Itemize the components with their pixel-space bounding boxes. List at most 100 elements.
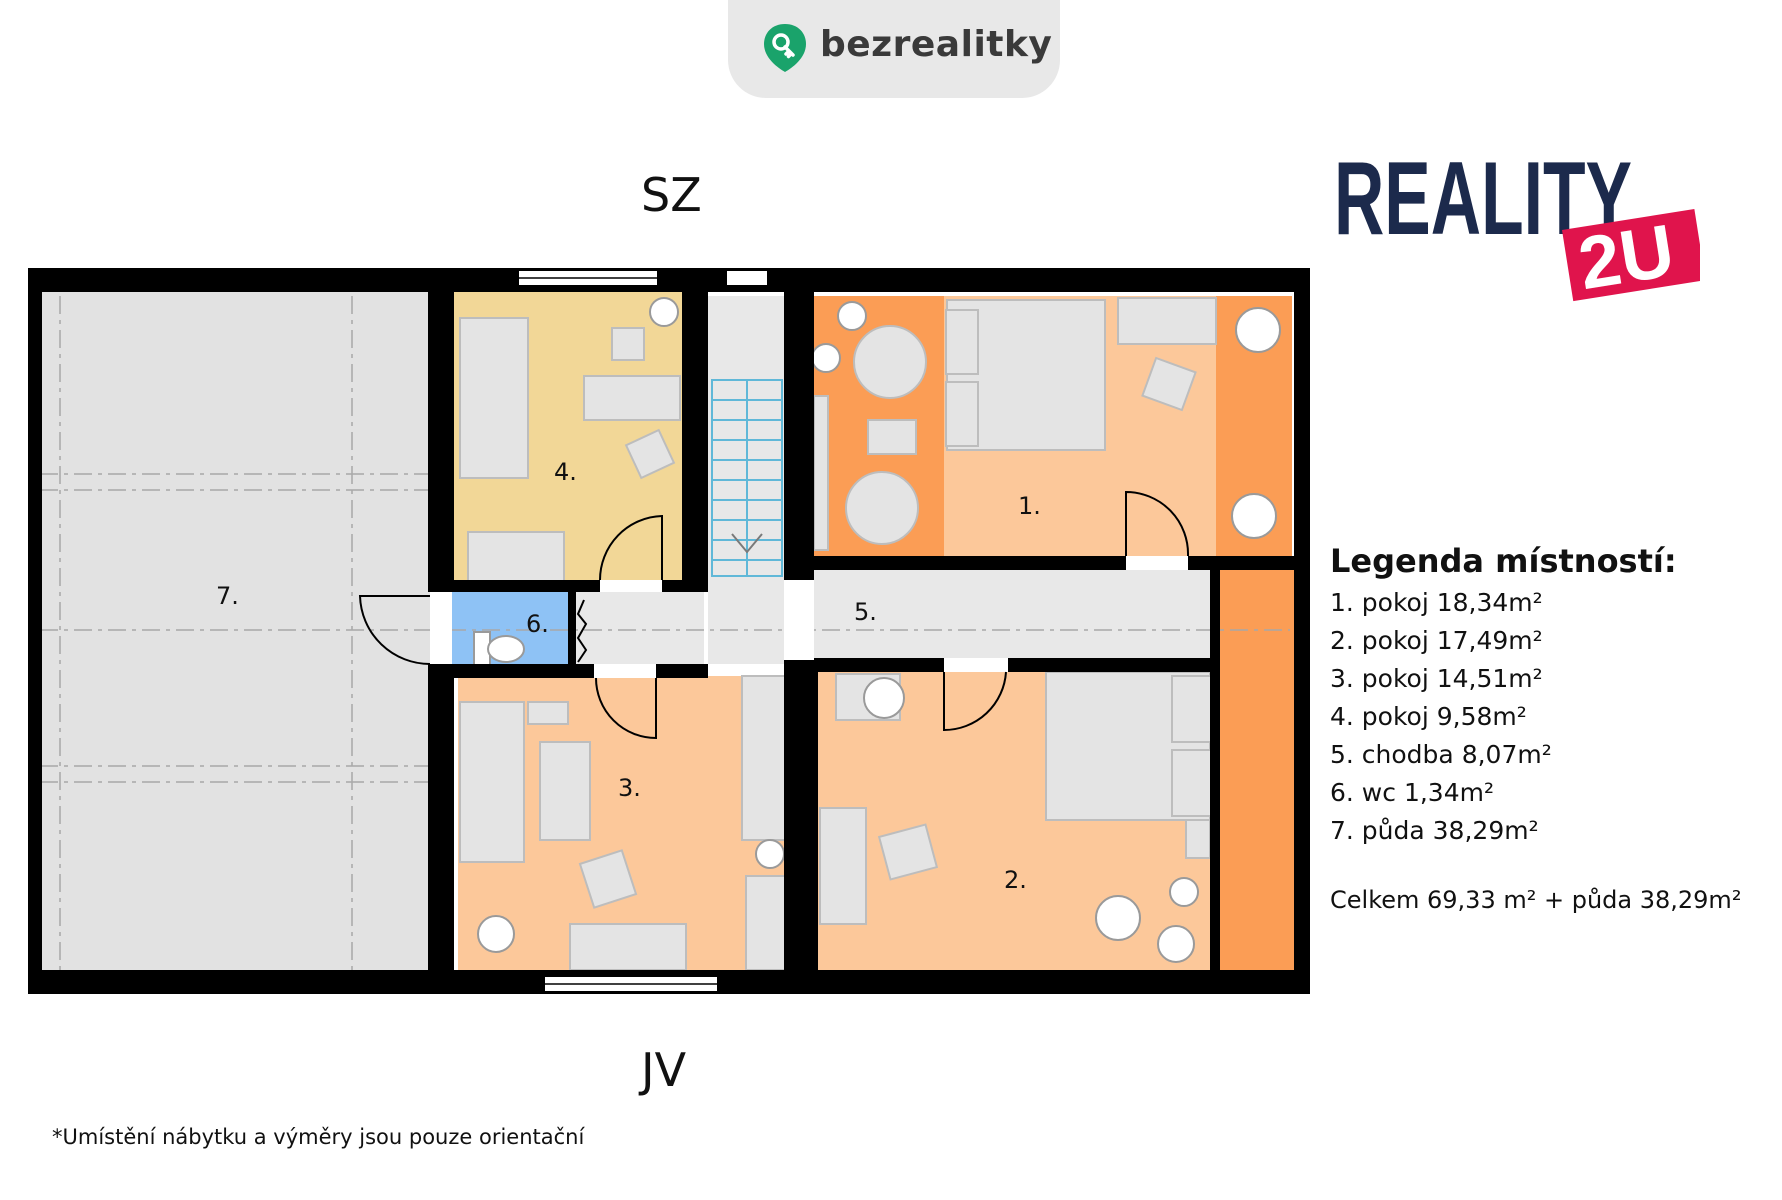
door-opening-room-1 xyxy=(1126,556,1188,570)
table-room-1 xyxy=(867,419,917,455)
wall-north xyxy=(28,268,1310,292)
room-5-corridor xyxy=(814,568,1214,660)
wall-attic-south xyxy=(428,664,454,994)
legend-item: 6. wc 1,34m² xyxy=(1330,778,1494,807)
pillow-shelf-room-3 xyxy=(527,701,569,725)
room-legend: Legenda místností: 1. pokoj 18,34m² 2. p… xyxy=(1330,542,1770,914)
side-table-room-2 xyxy=(1185,819,1211,859)
window-stair xyxy=(725,269,769,287)
door-swings xyxy=(358,490,1190,740)
dresser-room-1 xyxy=(1117,297,1217,345)
nightstand-room-1b xyxy=(945,381,979,447)
round-table-room-1b xyxy=(845,471,919,545)
room-label-2: 2. xyxy=(1004,866,1027,894)
bed-room-3 xyxy=(459,701,525,863)
legend-item: 3. pokoj 14,51m² xyxy=(1330,664,1543,693)
cabinet-room-3 xyxy=(569,923,687,971)
wall-wc-east xyxy=(568,592,576,664)
plant-icon xyxy=(837,301,867,331)
wall-room1-south xyxy=(814,556,1294,570)
compass-south-label: JV xyxy=(641,1043,687,1097)
door-opening-room-4 xyxy=(600,580,662,592)
wall-west xyxy=(28,268,42,994)
room-label-6: 6. xyxy=(526,610,549,638)
room-7-attic xyxy=(40,292,430,978)
room-label-1: 1. xyxy=(1018,492,1041,520)
door-opening-room-2 xyxy=(944,658,1008,672)
wall-room3-east xyxy=(788,664,818,974)
nightstand-room-1a xyxy=(945,309,979,375)
door-swing-room-4 xyxy=(599,514,663,581)
plants xyxy=(477,297,1281,963)
chair-room-2 xyxy=(877,823,939,881)
plant-icon xyxy=(477,915,515,953)
room-label-7: 7. xyxy=(216,582,239,610)
plant-icon xyxy=(811,343,841,373)
shelf-room-3 xyxy=(745,875,789,971)
wall-attic-north xyxy=(428,268,454,592)
door-swing-room-3 xyxy=(595,677,657,740)
wall-room3-north xyxy=(452,664,708,678)
brand-name: bezrealitky xyxy=(820,24,1053,65)
room-label-5: 5. xyxy=(854,598,877,626)
nightstand-room-2b xyxy=(1171,749,1213,817)
plant-icon xyxy=(1157,925,1195,963)
window-lines xyxy=(518,277,718,985)
desk-room-2 xyxy=(819,807,867,925)
plant-icon xyxy=(1231,493,1277,539)
compass-north-label: SZ xyxy=(641,168,702,222)
corridor-small xyxy=(576,592,704,664)
legend-total: Celkem 69,33 m² + půda 38,29m² xyxy=(1330,886,1742,914)
wall-room4-south xyxy=(452,580,708,592)
legend-item: 1. pokoj 18,34m² xyxy=(1330,588,1543,617)
door-opening-corridor xyxy=(788,580,814,642)
door-folding-wc xyxy=(576,599,588,663)
footnote: *Umístění nábytku a výměry jsou pouze or… xyxy=(52,1125,585,1149)
bed-room-4 xyxy=(459,317,529,479)
wardrobe-room-3 xyxy=(741,675,789,841)
legend-title: Legenda místností: xyxy=(1330,542,1677,580)
staircase xyxy=(711,379,783,577)
plant-icon xyxy=(1235,307,1281,353)
cabinet-room-4 xyxy=(467,531,565,585)
wall-dormer-2 xyxy=(1210,560,1220,972)
legend-item: 2. pokoj 17,49m² xyxy=(1330,626,1543,655)
reality-2u-logo: REALITY 2U xyxy=(1334,142,1700,305)
wall-room2-north xyxy=(814,658,1214,672)
chair-room-4 xyxy=(624,428,676,480)
wall-east xyxy=(1294,268,1310,994)
legend-item: 4. pokoj 9,58m² xyxy=(1330,702,1527,731)
round-table-room-1a xyxy=(853,325,927,399)
plant-icon xyxy=(863,677,905,719)
wall-room4-east xyxy=(682,268,708,592)
room-label-4: 4. xyxy=(554,458,577,486)
nightstand-room-2a xyxy=(1171,675,1213,743)
desk-room-4 xyxy=(583,375,681,421)
door-swing-room-1 xyxy=(1125,490,1190,557)
toilet-icon xyxy=(473,631,525,667)
bench-room-1 xyxy=(813,395,829,551)
stool-room-4 xyxy=(611,327,645,361)
door-openings xyxy=(430,556,1188,678)
desk-room-3 xyxy=(539,741,591,841)
door-swing-attic xyxy=(358,595,431,665)
plant-icon xyxy=(1169,877,1199,907)
chair-room-3 xyxy=(578,849,638,909)
door-swing-room-2 xyxy=(943,671,1007,732)
chair-room-1 xyxy=(1141,356,1197,412)
plant-icon xyxy=(1095,895,1141,941)
wall-stair-east xyxy=(784,268,814,580)
reality-suffix: 2U xyxy=(1573,208,1679,305)
attic-rafter-lines xyxy=(40,296,1290,972)
legend-item: 7. půda 38,29m² xyxy=(1330,816,1539,845)
bezrealitky-logo-icon xyxy=(764,24,806,72)
bezrealitky-header: bezrealitky xyxy=(728,0,1060,98)
door-opening-room-3 xyxy=(594,664,656,678)
room-2-dormer xyxy=(1214,564,1294,970)
plant-icon xyxy=(649,297,679,327)
plant-icon xyxy=(755,839,785,869)
room-label-3: 3. xyxy=(618,774,641,802)
door-opening-attic xyxy=(430,596,452,664)
walls xyxy=(28,268,1310,994)
